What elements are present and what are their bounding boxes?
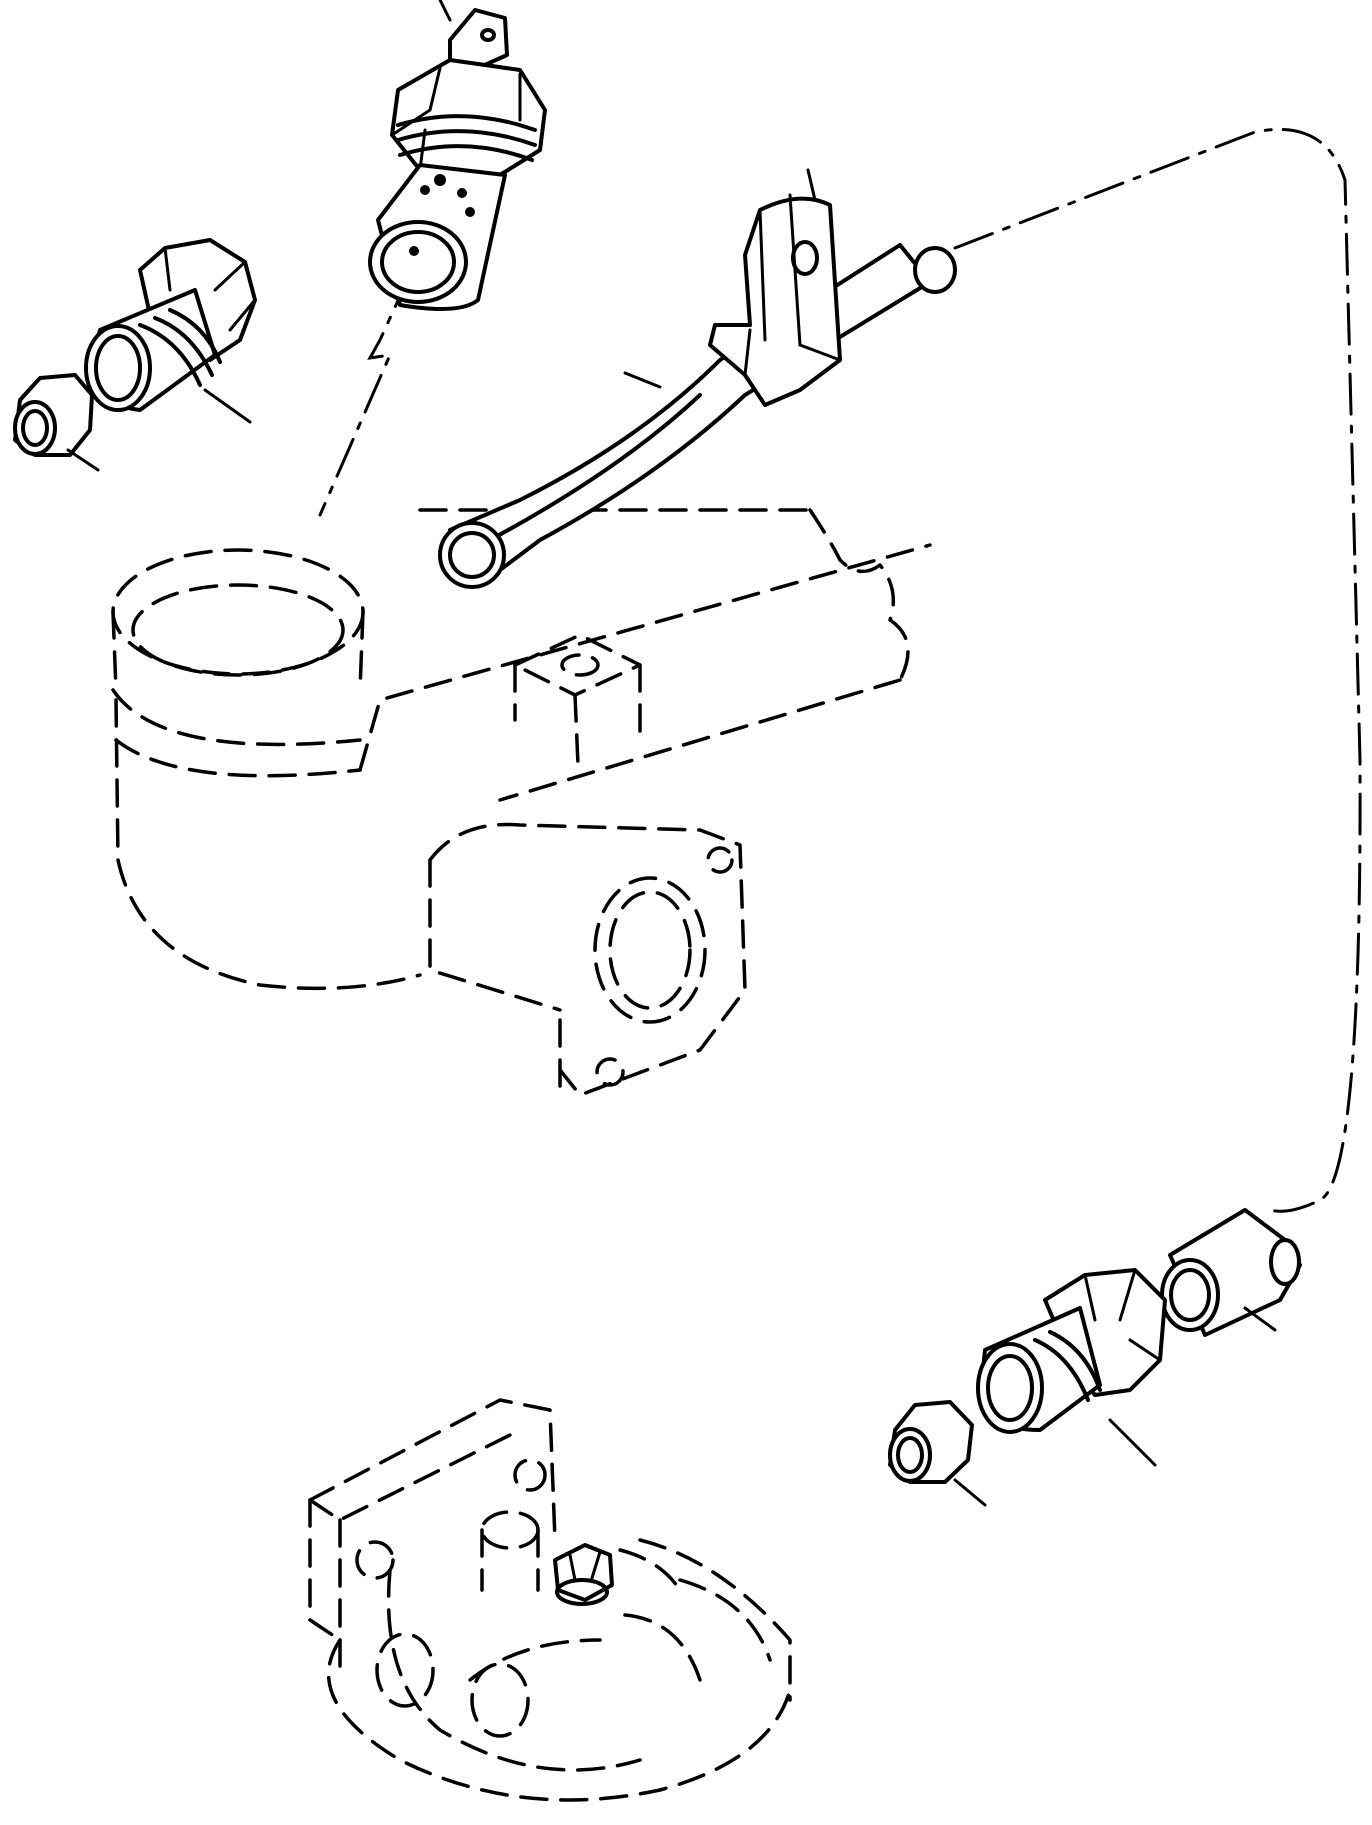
hex-fitting-part-lower (976, 1268, 1167, 1434)
hex-plug-part-upper (84, 238, 257, 412)
leader-line-tube (623, 371, 662, 389)
clip-bracket-part (708, 193, 842, 407)
sleeve-part-upper (13, 373, 94, 457)
leader-line-sleeve-upper (66, 448, 100, 472)
tube-part (438, 243, 957, 589)
manifold-housing-phantom (111, 508, 932, 1097)
leader-line-plug-upper (203, 388, 252, 424)
centerline-sensor (318, 268, 414, 517)
leader-line-clip (806, 168, 817, 202)
tube-stub-part-lower (1160, 1208, 1302, 1337)
filter-head-phantom (308, 1398, 792, 1802)
leader-line-sleeve-lower (953, 1478, 987, 1507)
sleeve-part-lower (888, 1400, 974, 1484)
temperature-sender-part (368, 8, 547, 311)
leader-line-fitting-lower (1108, 1418, 1157, 1467)
centerline-tube-route (953, 127, 1362, 1213)
leader-line-tube-stub (1243, 1306, 1277, 1332)
leader-line-sender (438, 0, 452, 22)
